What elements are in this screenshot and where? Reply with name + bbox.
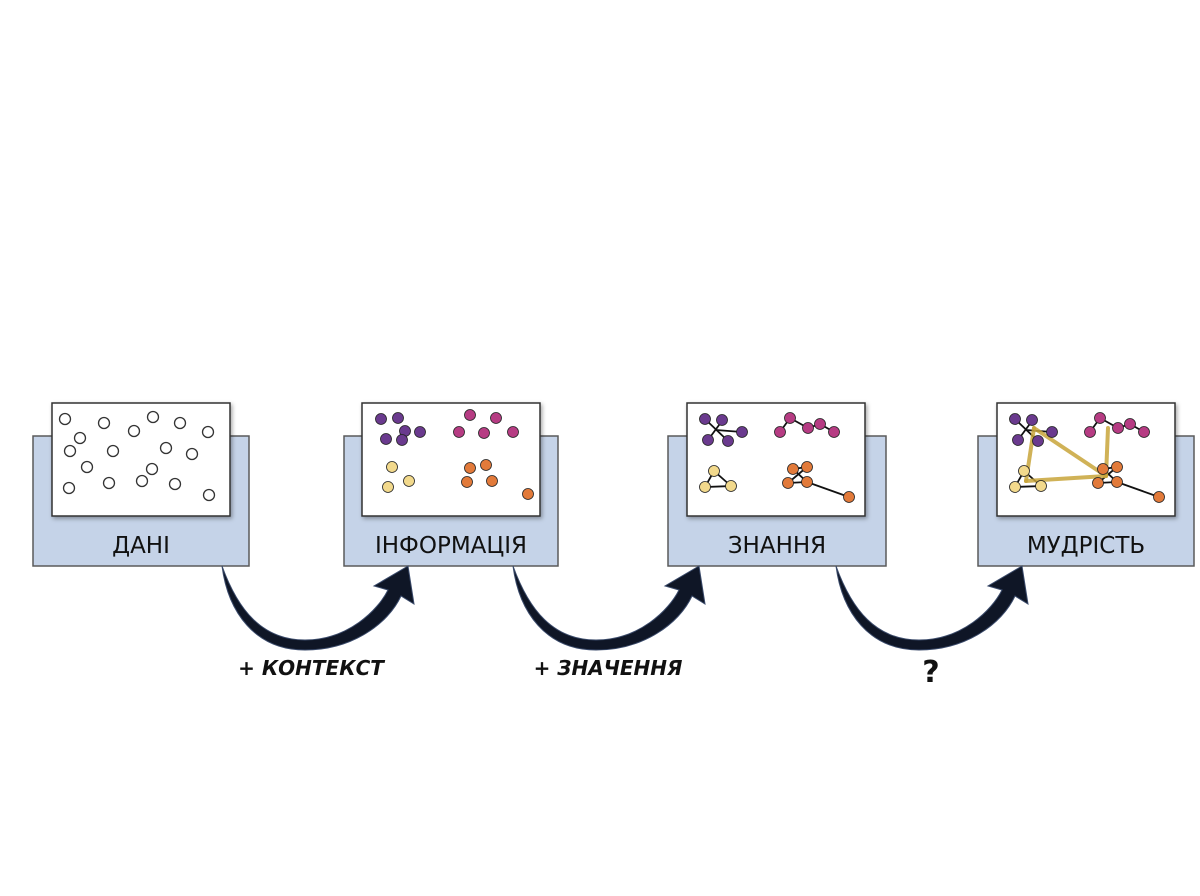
transition-label-meaning: + ЗНАЧЕННЯ bbox=[534, 656, 683, 680]
stage-label-information: ІНФОРМАЦІЯ bbox=[375, 533, 527, 559]
curved-arrow-icon bbox=[221, 565, 415, 651]
data-points bbox=[58, 410, 216, 502]
orange-cluster bbox=[782, 461, 855, 503]
magenta-cluster bbox=[1084, 412, 1150, 438]
yellow-cluster bbox=[382, 461, 415, 493]
stage-label-data: ДАНІ bbox=[112, 533, 170, 559]
stage-knowledge: ЗНАННЯ bbox=[667, 402, 887, 567]
stage-data: ДАНІ bbox=[32, 402, 250, 567]
transition-label-context: + КОНТЕКСТ bbox=[238, 656, 385, 680]
curved-arrow-icon bbox=[835, 565, 1029, 651]
curved-arrow-icon bbox=[512, 565, 706, 651]
magenta-cluster bbox=[774, 412, 840, 438]
stage-card bbox=[996, 402, 1176, 517]
purple-cluster bbox=[375, 412, 426, 446]
stage-card bbox=[361, 402, 541, 517]
yellow-cluster bbox=[699, 465, 737, 493]
yellow-cluster bbox=[1009, 465, 1047, 493]
stage-card bbox=[51, 402, 231, 517]
stage-wisdom: МУДРІСТЬ bbox=[977, 402, 1195, 567]
stage-label-knowledge: ЗНАННЯ bbox=[728, 533, 826, 559]
purple-cluster bbox=[1009, 413, 1058, 447]
transition-arrows bbox=[221, 565, 1029, 651]
orange-cluster bbox=[1092, 461, 1165, 503]
stage-label-wisdom: МУДРІСТЬ bbox=[1027, 533, 1145, 559]
orange-cluster bbox=[461, 459, 534, 500]
purple-cluster bbox=[699, 413, 748, 447]
magenta-cluster bbox=[453, 409, 519, 439]
stage-card bbox=[686, 402, 866, 517]
stage-information: ІНФОРМАЦІЯ bbox=[343, 402, 559, 567]
transition-label-unknown: ? bbox=[922, 655, 939, 690]
